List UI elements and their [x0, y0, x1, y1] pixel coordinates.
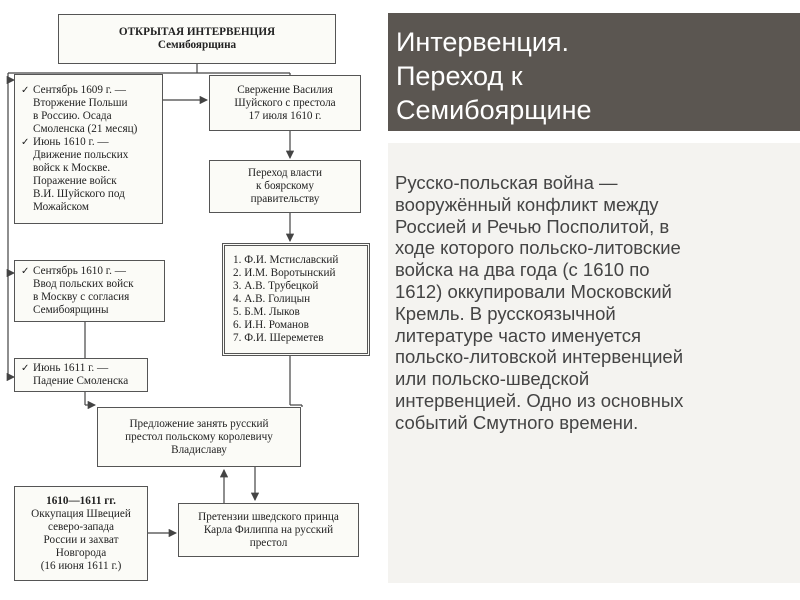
body-text-line: событий Смутного времени. — [395, 411, 639, 433]
slide-title-bar: Интервенция. Переход к Семибоярщине — [388, 13, 800, 131]
smolensk-line: Июнь 1611 г. — — [33, 362, 109, 374]
entry-line: в Москву с согласия — [33, 291, 130, 303]
overthrow-line: Шуйского с престола — [234, 96, 336, 109]
diagram-panel: ОТКРЫТАЯ ИНТЕРВЕНЦИЯ Семибоярщина ✓ Сент… — [0, 0, 388, 600]
swedish-line: (16 июня 1611 г.) — [40, 559, 122, 572]
claims-line: престол — [249, 536, 288, 549]
checkmark-icon: ✓ — [21, 363, 30, 374]
swedish-occupation-box: 1610—1611 гг. Оккупация Швецией северо-з… — [14, 486, 148, 581]
boyar-item: 6. И.Н. Романов — [233, 319, 309, 331]
swedish-line: Новгорода — [55, 546, 107, 559]
body-text-line: или польско-шведской — [395, 368, 590, 390]
body-text-line: польско-литовской интервенцией — [395, 346, 684, 368]
smolensk-item: ✓ Июнь 1611 г. — Падение Смоленска — [21, 362, 128, 388]
power-transfer-line: правительству — [250, 193, 320, 205]
overthrow-box: Свержение Василия Шуйского с престола 17… — [209, 75, 361, 131]
swedish-line: России и захват — [43, 533, 119, 546]
body-text-line: Кремль. В русскоязычной — [395, 302, 616, 324]
body-text-line: литературе часто именуется — [395, 324, 641, 346]
boyar-item: 4. А.В. Голицын — [233, 293, 311, 305]
invasion-item-2-line: войск к Москве. — [33, 162, 111, 174]
body-text-line: вооружённый конфликт между — [395, 193, 659, 215]
smolensk-line: Падение Смоленска — [33, 375, 129, 387]
invasion-item-2-line: Можайском — [33, 201, 89, 213]
smolensk-box: ✓ Июнь 1611 г. — Падение Смоленска — [14, 358, 148, 392]
swedish-line: Оккупация Швецией — [31, 507, 131, 520]
invasion-item-2-line: Поражение войск — [33, 175, 117, 187]
offer-line: престол польскому королевичу — [125, 430, 273, 443]
body-text-line: Россией и Речью Посполитой, в — [395, 215, 670, 237]
offer-line: Владиславу — [171, 443, 227, 456]
boyar-item: 1. Ф.И. Мстиславский — [233, 254, 339, 266]
overthrow-line: Свержение Василия — [237, 83, 333, 96]
invasion-item-2-line: Июнь 1610 г. — — [33, 136, 109, 148]
boyar-item: 3. А.В. Трубецкой — [233, 280, 319, 292]
body-text-line: Русско-польская война — — [395, 172, 618, 193]
entry-item: ✓ Сентябрь 1610 г. — Ввод польских войск… — [21, 265, 134, 317]
body-text-line: 1612) оккупировали Московский — [395, 280, 672, 302]
checkmark-icon: ✓ — [21, 137, 30, 148]
power-transfer-box: Переход власти к боярскому правительству — [209, 160, 361, 213]
invasion-item-1-line: в Россию. Осада — [33, 110, 112, 122]
power-transfer-line: Переход власти — [248, 167, 322, 179]
slide-title-line: Переход к — [396, 61, 523, 91]
entry-line: Семибоярщины — [33, 304, 109, 316]
boyars-list-box: 1. Ф.И. Мстиславский 2. И.М. Воротынский… — [222, 243, 370, 356]
entry-box: ✓ Сентябрь 1610 г. — Ввод польских войск… — [14, 260, 165, 322]
body-text-line: интервенцией. Одно из основных — [395, 389, 684, 411]
offer-box: Предложение занять русский престол польс… — [97, 407, 301, 467]
claims-line: Карла Филиппа на русский — [203, 523, 334, 536]
invasion-item-1: ✓ Сентябрь 1609 г. — Вторжение Польши в … — [21, 84, 137, 136]
invasion-item-1-line: Вторжение Польши — [33, 97, 128, 109]
body-text-line: ходе которого польско-литовские — [395, 237, 681, 259]
entry-line: Ввод польских войск — [33, 278, 134, 290]
slide-title-line: Семибоярщине — [396, 95, 592, 125]
boyar-item: 2. И.М. Воротынский — [233, 267, 336, 279]
body-text: Русско-польская война — вооружённый конф… — [395, 172, 775, 434]
swedish-line: 1610—1611 гг. — [46, 494, 116, 507]
power-transfer-line: к боярскому — [256, 180, 314, 192]
claims-box: Претензии шведского принца Карла Филиппа… — [178, 503, 359, 557]
swedish-line: северо-запада — [47, 520, 114, 533]
checkmark-icon: ✓ — [21, 266, 30, 277]
header-line-1: ОТКРЫТАЯ ИНТЕРВЕНЦИЯ — [118, 26, 276, 38]
entry-line: Сентябрь 1610 г. — — [33, 265, 126, 277]
body-text-line: войска на два года (с 1610 по — [395, 259, 650, 281]
boyar-item: 7. Ф.И. Шереметев — [233, 332, 324, 344]
invasion-item-2-line: Движение польских — [33, 149, 129, 161]
invasion-item-1-line: Смоленска (21 месяц) — [33, 123, 138, 135]
offer-line: Предложение занять русский — [129, 417, 269, 430]
invasion-item-2-line: В.И. Шуйского под — [33, 188, 125, 200]
overthrow-line: 17 июля 1610 г. — [248, 109, 322, 122]
claims-line: Претензии шведского принца — [198, 510, 339, 523]
slide-title-line: Интервенция. — [396, 27, 570, 57]
checkmark-icon: ✓ — [21, 85, 30, 96]
invasion-item-1-line: Сентябрь 1609 г. — — [33, 84, 126, 96]
invasion-box: ✓ Сентябрь 1609 г. — Вторжение Польши в … — [14, 74, 163, 224]
text-panel — [388, 143, 800, 583]
boyar-item: 5. Б.М. Лыков — [233, 306, 300, 318]
header-box: ОТКРЫТАЯ ИНТЕРВЕНЦИЯ Семибоярщина — [58, 14, 336, 64]
invasion-item-2: ✓ Июнь 1610 г. — Движение польских войск… — [21, 136, 128, 214]
header-line-2: Семибоярщина — [157, 39, 237, 51]
